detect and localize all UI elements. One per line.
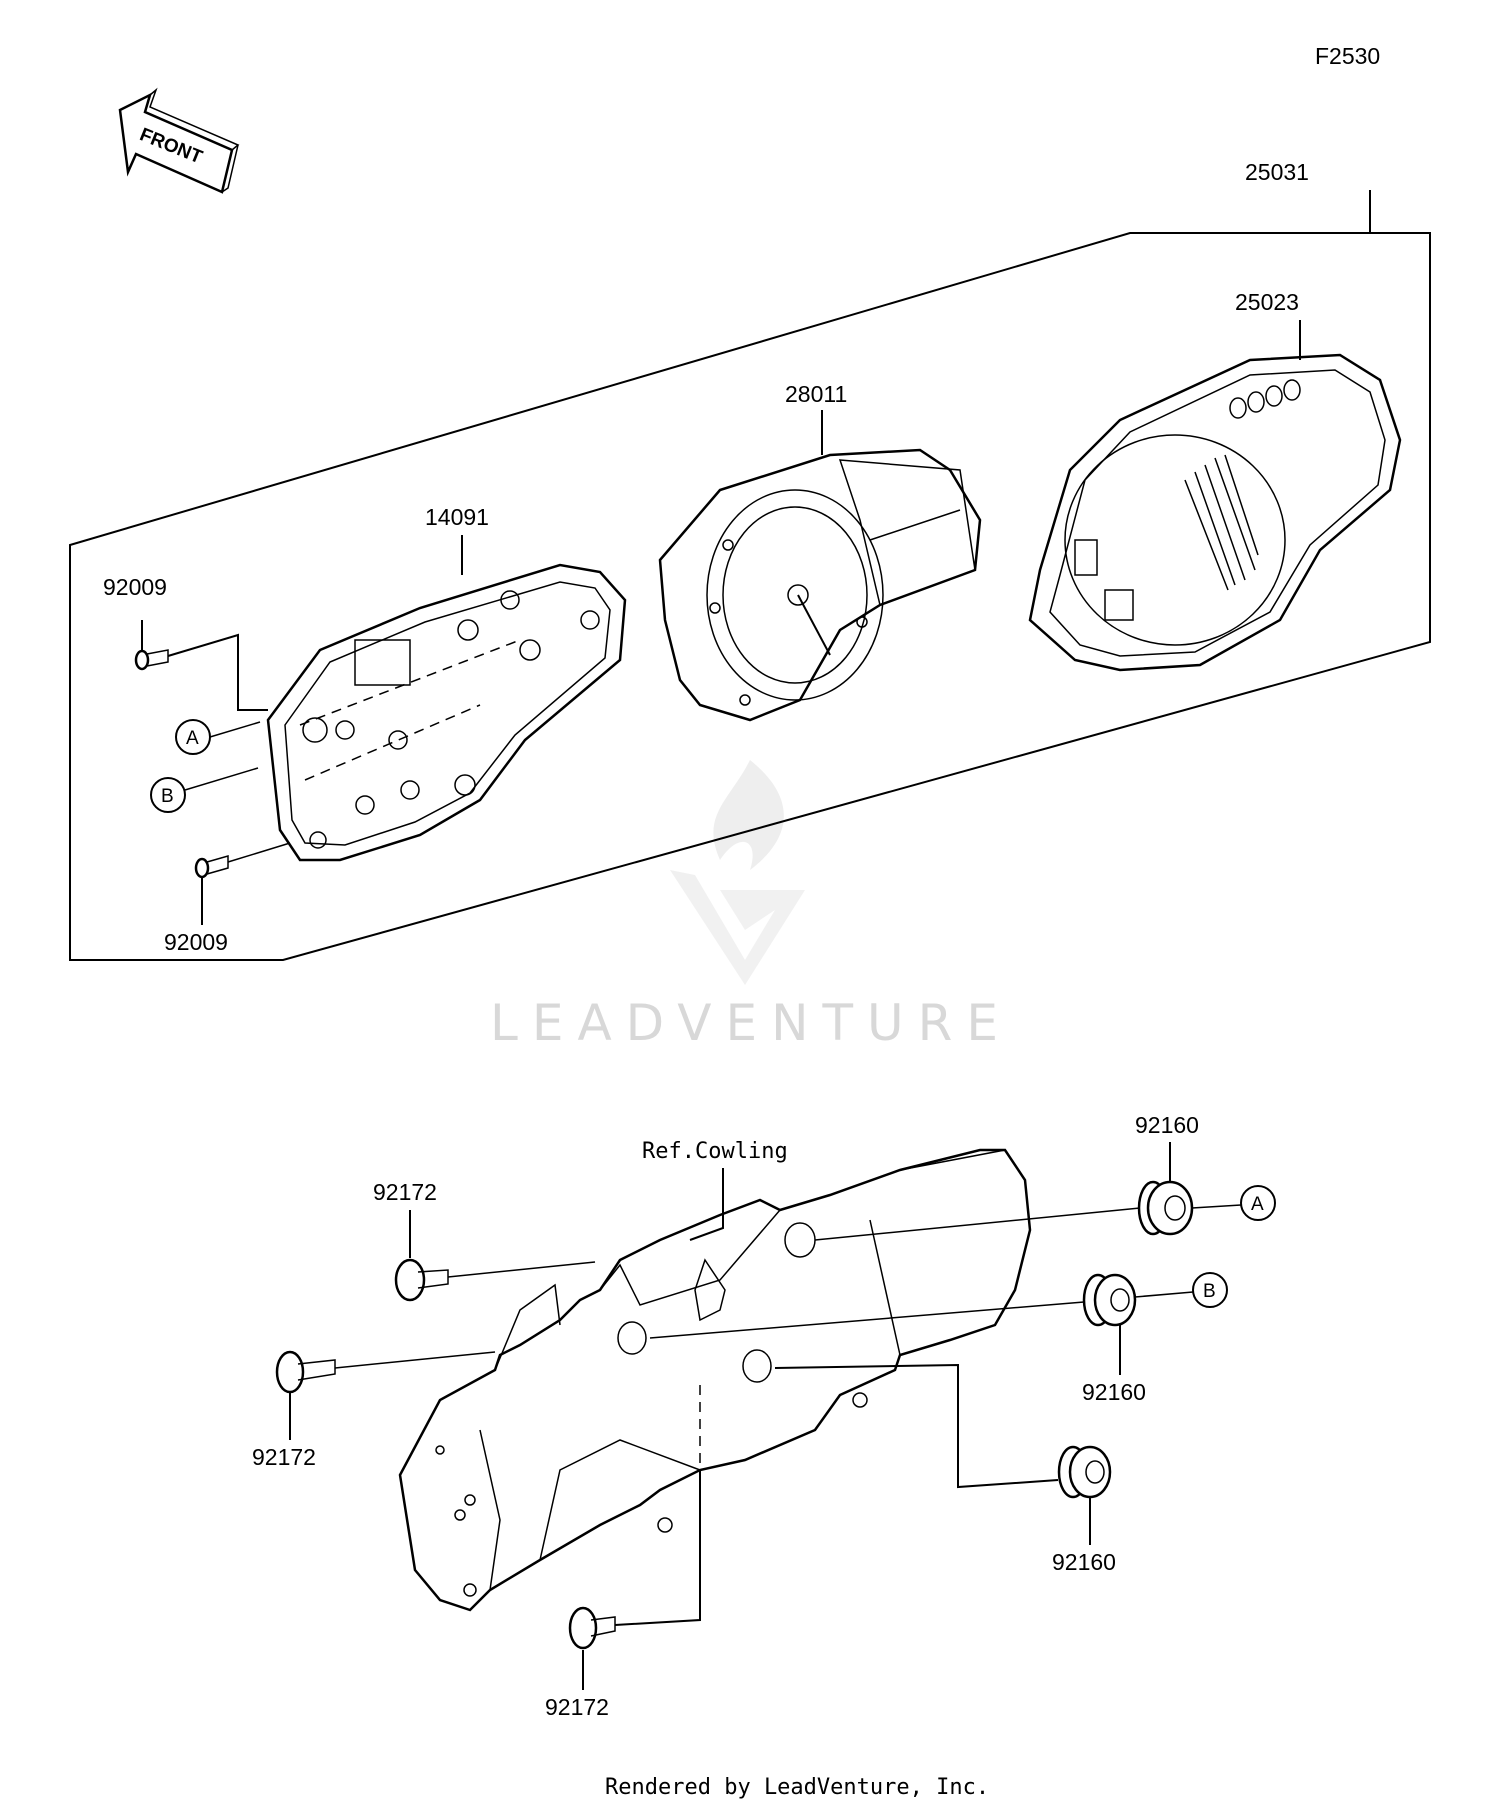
grommet-92160-bottom — [1057, 1445, 1112, 1499]
meter-cover-25023 — [1028, 353, 1402, 672]
diagram-code: F2530 — [1315, 43, 1380, 69]
label-92172-bottom: 92172 — [545, 1694, 609, 1720]
label-25031: 25031 — [1245, 159, 1309, 185]
screw-92009-top — [134, 649, 169, 671]
cowling-bracket — [398, 1148, 1032, 1612]
front-arrow-icon: FRONT — [118, 87, 240, 194]
label-28011: 28011 — [785, 381, 847, 407]
label-92009-top: 92009 — [103, 574, 167, 600]
label-92160-top: 92160 — [1135, 1112, 1199, 1138]
screw-92172-top — [394, 1258, 449, 1302]
label-92160-bottom: 92160 — [1052, 1549, 1116, 1575]
screw-92009-bottom — [194, 855, 229, 879]
meter-case-14091 — [266, 563, 627, 862]
callout-b-bottom: B — [1134, 1272, 1228, 1308]
callout-b-bottom-label: B — [1203, 1281, 1216, 1302]
meter-unit-28011 — [658, 448, 982, 722]
watermark-logo — [670, 760, 805, 985]
footer-credit: Rendered by LeadVenture, Inc. — [605, 1775, 989, 1800]
callout-b-top: B — [150, 767, 259, 813]
label-92160-mid: 92160 — [1082, 1379, 1146, 1405]
label-92009-bottom: 92009 — [164, 929, 228, 955]
callout-a-top: A — [175, 719, 261, 755]
label-ref-cowling: Ref.Cowling — [642, 1139, 788, 1164]
callout-a-bottom-label: A — [1251, 1194, 1264, 1215]
watermark-text: LEADVENTURE — [490, 994, 1012, 1052]
screw-92172-bottom — [568, 1606, 616, 1650]
callout-b-top-label: B — [161, 786, 174, 807]
label-25023: 25023 — [1235, 289, 1299, 315]
grommet-92160-top — [1137, 1180, 1194, 1236]
assembly-boundary — [69, 232, 1431, 961]
callout-a-top-label: A — [186, 728, 199, 749]
screw-92172-mid — [275, 1350, 336, 1394]
label-92172-mid: 92172 — [252, 1444, 316, 1470]
label-14091: 14091 — [425, 504, 489, 530]
callout-a-bottom: A — [1191, 1185, 1276, 1221]
grommet-92160-mid — [1082, 1273, 1137, 1327]
label-92172-top: 92172 — [373, 1179, 437, 1205]
